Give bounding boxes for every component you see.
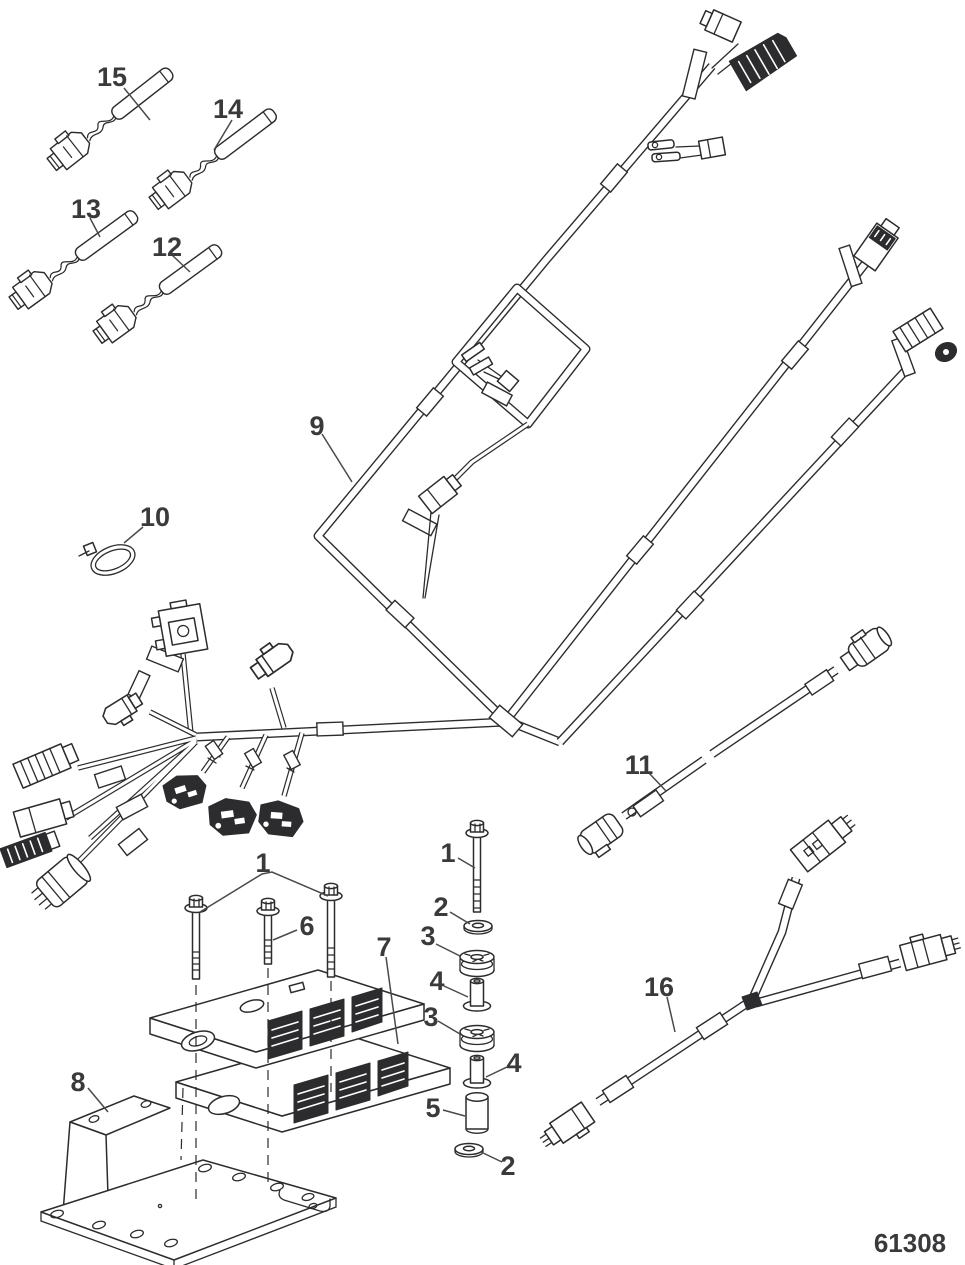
harness-branch-connector-far-right — [890, 307, 958, 378]
bullet-connector-lower — [577, 813, 624, 859]
callout-11: 11 — [625, 750, 654, 780]
callout-13: 13 — [71, 194, 101, 224]
drawing-number: 61308 — [874, 1228, 946, 1258]
callout-7: 7 — [376, 932, 391, 962]
callout-10: 10 — [140, 502, 170, 532]
mounting-bracket — [40, 1095, 337, 1265]
callout-2-lower: 2 — [500, 1151, 515, 1181]
callout-14: 14 — [213, 94, 243, 124]
round-connector — [31, 853, 92, 910]
pcm-module-stack — [149, 969, 451, 1133]
main-harness-9 — [0, 9, 958, 910]
bushing-lower — [462, 1054, 492, 1089]
mounting-bolt-right — [319, 882, 343, 978]
grommet-lower — [459, 1024, 495, 1053]
callout-2-upper: 2 — [433, 892, 448, 922]
leader-lines — [87, 87, 676, 1163]
callout-1-right: 1 — [440, 838, 455, 868]
callout-1-left: 1 — [255, 848, 270, 878]
hardware-stack — [454, 819, 495, 1158]
harness-top-connector-cluster — [681, 9, 798, 100]
harness-branch-connector-upper-right — [838, 217, 900, 288]
callout-4-lower: 4 — [506, 1048, 521, 1078]
ring-terminal-branch — [647, 136, 727, 163]
pcm-module-lower — [175, 1033, 451, 1133]
bushing-upper — [462, 977, 492, 1012]
cable-tie — [78, 541, 136, 576]
callout-15: 15 — [97, 62, 127, 92]
callout-5: 5 — [425, 1093, 440, 1123]
callout-9: 9 — [309, 411, 324, 441]
callout-8: 8 — [70, 1067, 85, 1097]
spacer-sleeve — [465, 1092, 489, 1134]
callout-12: 12 — [152, 232, 182, 262]
y-harness-top-connector — [789, 814, 856, 873]
callout-3-upper: 3 — [420, 921, 435, 951]
plug-connector-left — [12, 798, 75, 838]
inner-loop-sensor-branch — [460, 341, 520, 407]
map-sensor-connector — [150, 599, 209, 658]
stack-bolt — [465, 819, 489, 913]
ribbed-connector-2 — [0, 830, 61, 869]
callout-3-lower: 3 — [423, 1002, 438, 1032]
ribbed-connector-1 — [12, 742, 80, 789]
mounting-bolt-left — [184, 894, 208, 980]
pcm-module-upper — [149, 969, 425, 1069]
callout-4-upper: 4 — [429, 966, 444, 996]
y-harness-16 — [539, 814, 961, 1147]
y-harness-right-connector — [898, 933, 961, 972]
callout-16: 16 — [644, 972, 674, 1002]
mounting-bolt-middle — [256, 897, 280, 965]
bullet-connector-upper — [839, 626, 893, 672]
y-harness-left-connector — [539, 1101, 596, 1147]
alignment-dashed-lines — [180, 968, 332, 1200]
callout-6: 6 — [299, 911, 314, 941]
callout-labels: 15 14 13 12 10 9 11 16 1 6 7 8 1 2 3 4 3… — [70, 62, 674, 1181]
flat-washer-lower — [454, 1142, 484, 1158]
grommet-upper — [459, 949, 495, 978]
loop-bottom-branch — [401, 421, 530, 599]
left-branch-cluster — [0, 599, 305, 910]
